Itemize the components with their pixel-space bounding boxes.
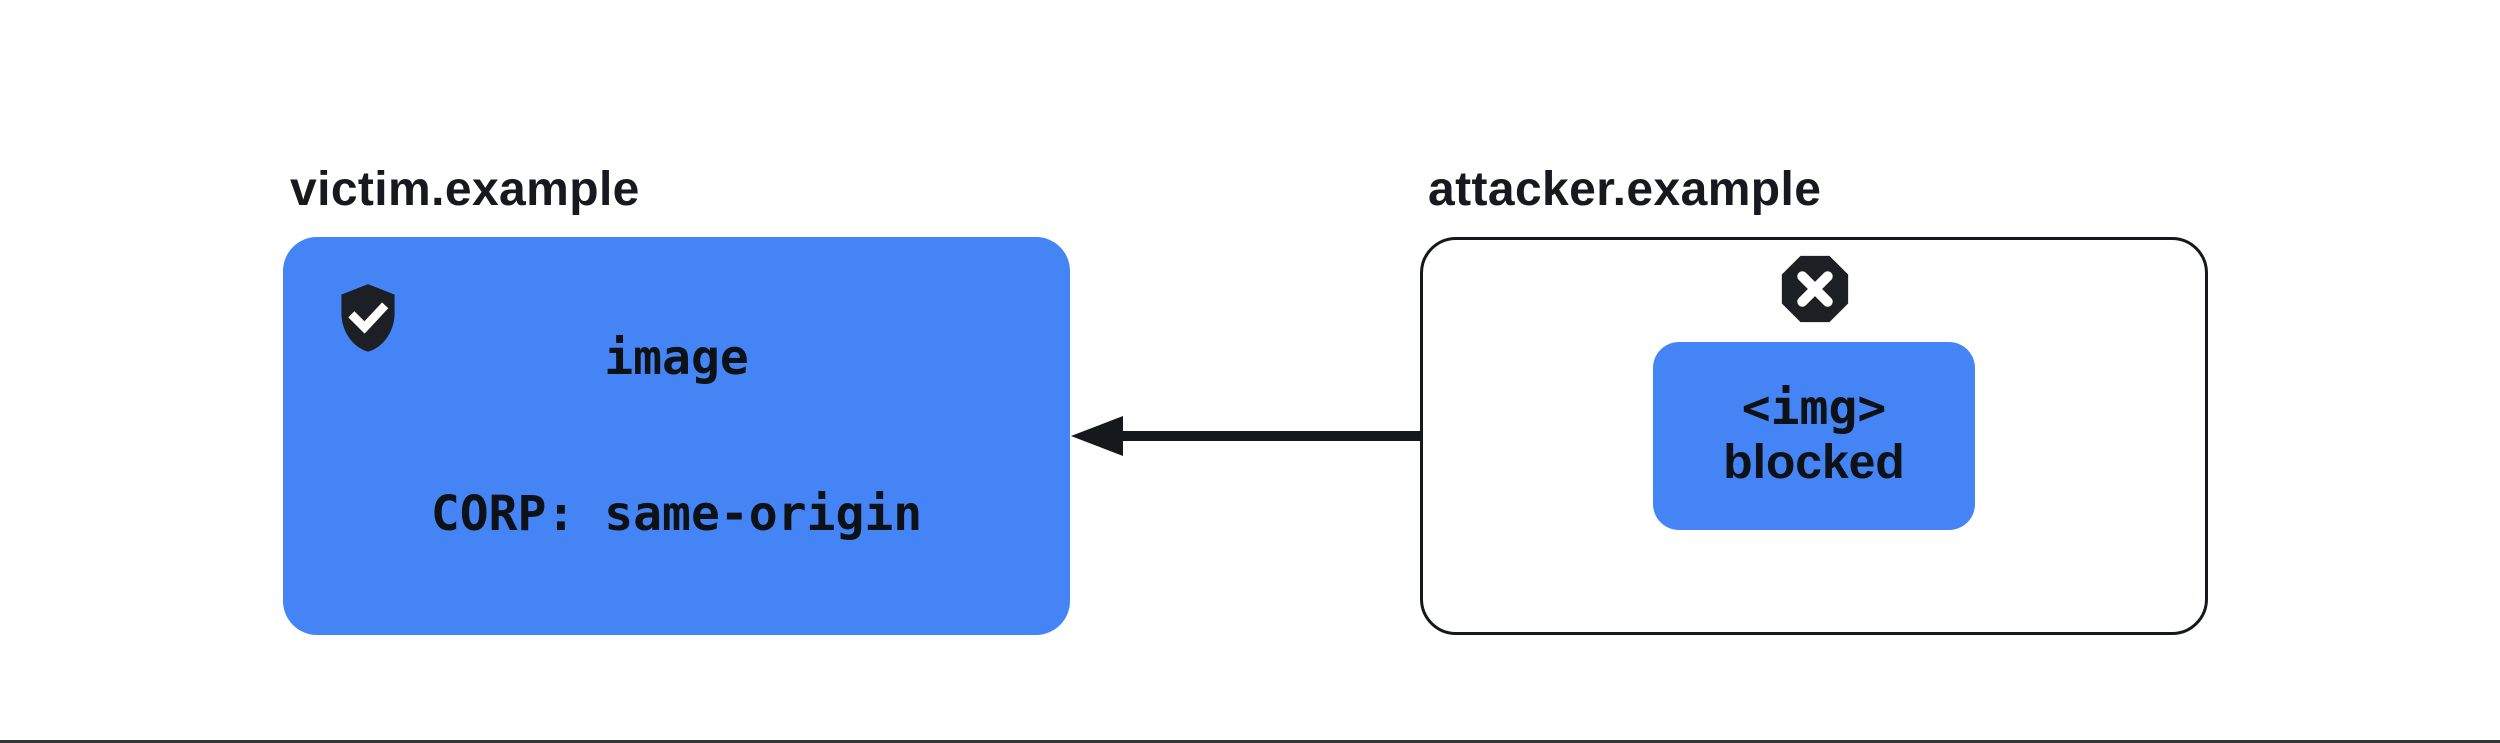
attacker-domain-label: attacker.example <box>1428 163 1822 216</box>
shield-check-icon <box>341 284 395 352</box>
attacker-origin-box: <img> blocked <box>1420 237 2208 635</box>
corp-header-label: CORP: same-origin <box>430 486 923 542</box>
victim-domain-label: victim.example <box>290 163 640 216</box>
blocked-label: blocked <box>1723 436 1905 489</box>
bottom-divider <box>0 740 2500 743</box>
resource-name-label: image <box>604 330 749 386</box>
blocked-x-icon <box>1781 255 1849 323</box>
victim-resource-box: image CORP: same-origin <box>283 237 1070 635</box>
img-tag-label: <img> <box>1741 380 1887 436</box>
victim-payload-text: image CORP: same-origin <box>431 228 922 644</box>
request-arrow <box>1071 416 1655 456</box>
blocked-image-request-box: <img> blocked <box>1653 342 1975 530</box>
